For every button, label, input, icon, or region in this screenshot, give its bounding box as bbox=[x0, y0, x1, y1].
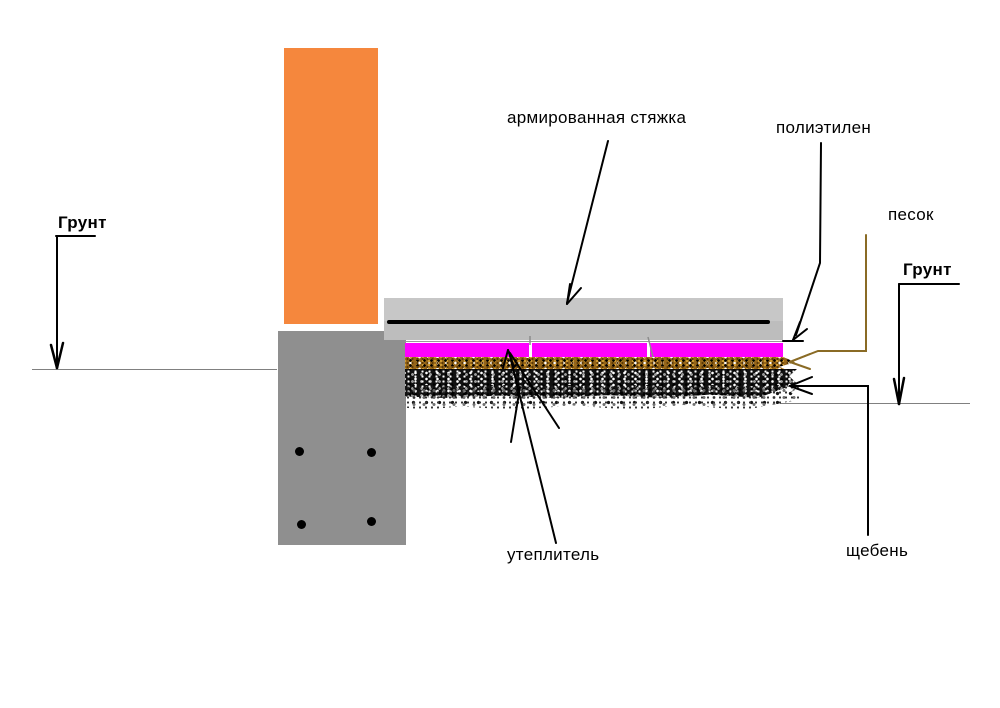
screed-label: армированная стяжка bbox=[507, 108, 687, 127]
rebar-dot bbox=[297, 520, 306, 529]
screed-slab bbox=[384, 298, 783, 340]
insulation-joint-gap bbox=[529, 343, 532, 358]
insulation-label: утеплитель bbox=[507, 545, 600, 564]
sand-leader-arrow bbox=[789, 234, 867, 370]
rebar-dot bbox=[295, 447, 304, 456]
rebar-dot bbox=[367, 448, 376, 457]
insulation-joint-gap bbox=[647, 343, 650, 358]
ground-label-left: Грунт bbox=[58, 213, 107, 232]
screed-leader-arrow bbox=[566, 140, 609, 305]
insulation-layer bbox=[405, 343, 783, 358]
ground-left-dimension-arrow bbox=[49, 235, 96, 370]
ground-line-left bbox=[32, 369, 277, 370]
polyethylene-label: полиэтилен bbox=[776, 118, 872, 137]
ground-right-dimension-arrow bbox=[892, 283, 960, 406]
polyethylene-leader-arrow bbox=[782, 142, 822, 342]
foundation-block bbox=[278, 331, 406, 545]
rebar-dot bbox=[367, 517, 376, 526]
ground-line-right bbox=[780, 403, 970, 404]
polyethylene-film-line bbox=[405, 341, 783, 342]
screed-rebar-line bbox=[387, 320, 770, 324]
gravel-fade-layer bbox=[405, 385, 803, 410]
gravel-leader-arrow bbox=[789, 376, 869, 536]
sand-label: песок bbox=[888, 205, 934, 224]
ground-label-right: Грунт bbox=[903, 260, 952, 279]
wall-block bbox=[284, 48, 378, 324]
gravel-label: щебень bbox=[846, 541, 909, 560]
